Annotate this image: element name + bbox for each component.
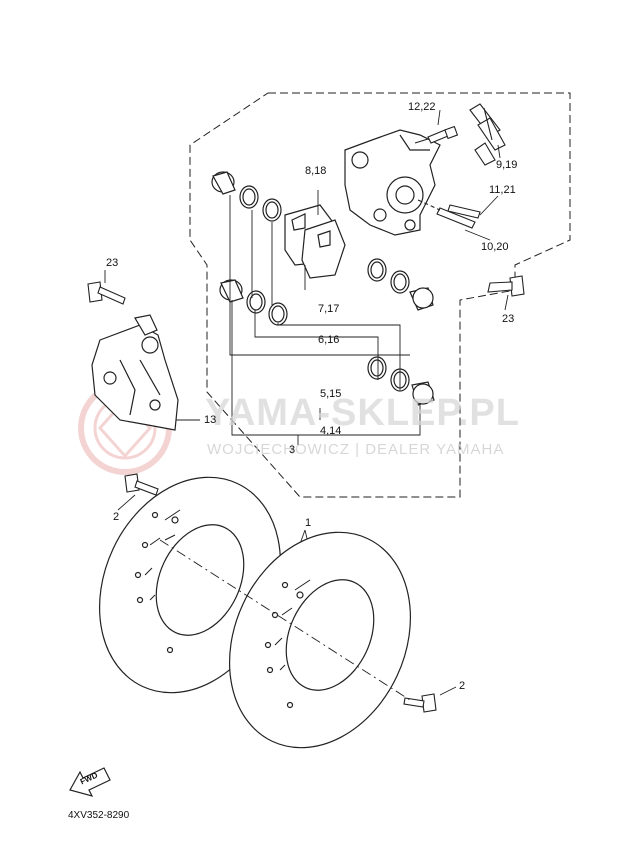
part-label-2-right: 2 — [459, 680, 466, 692]
pad-pin — [417, 199, 481, 229]
pad-spring — [469, 103, 506, 166]
part-label-9-19: 9,19 — [496, 159, 518, 171]
caliper-body-lower — [91, 314, 179, 431]
part-label-6-16: 6,16 — [318, 334, 340, 346]
kit-boundary — [189, 92, 571, 498]
part-label-10-20: 10,20 — [481, 241, 509, 253]
part-label-13: 13 — [204, 414, 217, 426]
bolt-23-right — [487, 275, 525, 297]
bolt-2-left — [124, 473, 159, 496]
pistons-mid — [367, 258, 434, 311]
watermark-subtitle: WOJCIECHOWICZ | DEALER YAMAHA — [207, 441, 505, 458]
part-label-23-right: 23 — [502, 313, 515, 325]
part-label-12-22: 12,22 — [408, 101, 436, 113]
part-label-5-15: 5,15 — [320, 388, 342, 400]
part-label-23-left: 23 — [106, 257, 119, 269]
part-label-2-left: 2 — [113, 511, 120, 523]
part-label-1: 1 — [305, 517, 312, 529]
part-label-8-18: 8,18 — [305, 165, 327, 177]
part-label-11-21: 11,21 — [489, 184, 516, 196]
part-label-7-17: 7,17 — [318, 303, 340, 315]
diagram-code: 4XV352-8290 — [68, 810, 130, 821]
bleed-screw — [414, 125, 459, 144]
caliper-body-upper — [344, 129, 441, 236]
pistons-lower-left — [219, 279, 288, 326]
fwd-arrow-icon — [69, 767, 111, 797]
part-label-3: 3 — [289, 444, 296, 456]
part-label-4-14: 4,14 — [320, 425, 342, 437]
pistons-top — [211, 171, 282, 222]
bolt-23-left — [87, 281, 126, 305]
brake-pads — [284, 204, 346, 279]
disc-center-line — [159, 539, 411, 701]
watermark-title: YAMA-SKLEP.PL — [205, 392, 520, 434]
bolt-2-right — [403, 693, 437, 713]
